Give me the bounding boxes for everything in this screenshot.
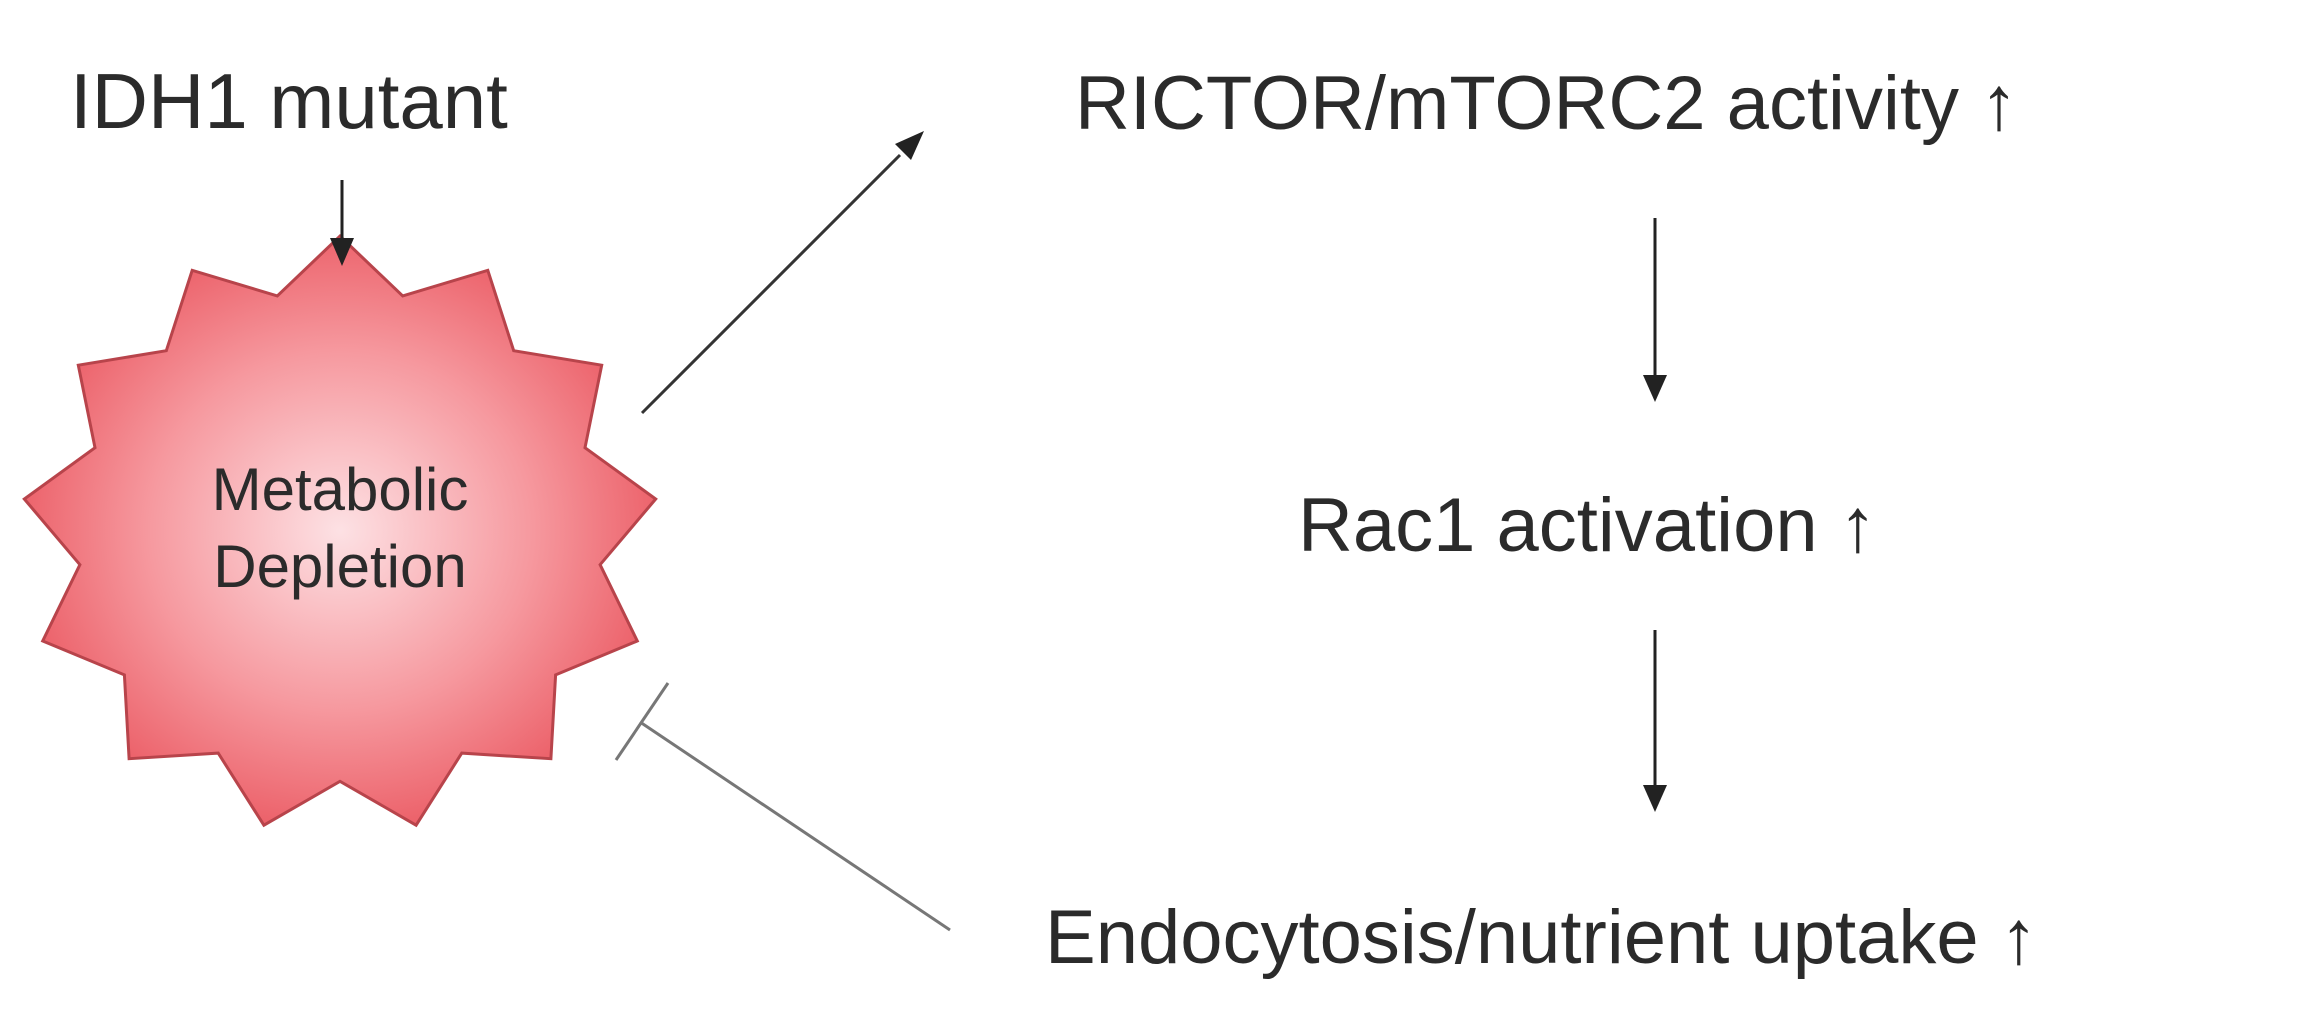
idh1-mutant-label: IDH1 mutant [70, 57, 508, 145]
metabolic-depletion-label: Metabolic Depletion [40, 452, 640, 606]
inhibition-endocytosis-to-depletion [614, 682, 951, 932]
endocytosis-label: Endocytosis/nutrient uptake ↑ [1045, 895, 2038, 980]
rictor-mtorc2-label: RICTOR/mTORC2 activity ↑ [1075, 61, 2019, 146]
arrow-depletion-to-rictor [640, 131, 924, 415]
rac1-activation-label: Rac1 activation ↑ [1298, 483, 1877, 568]
metabolic-depletion-line2: Depletion [213, 532, 467, 600]
arrow-rac1-to-endocytosis [1643, 630, 1667, 812]
arrow-rictor-to-rac1 [1643, 218, 1667, 402]
metabolic-depletion-line1: Metabolic [211, 456, 469, 523]
metabolic-depletion-starburst [22, 234, 658, 828]
arrow-idh1-to-depletion [330, 180, 354, 266]
